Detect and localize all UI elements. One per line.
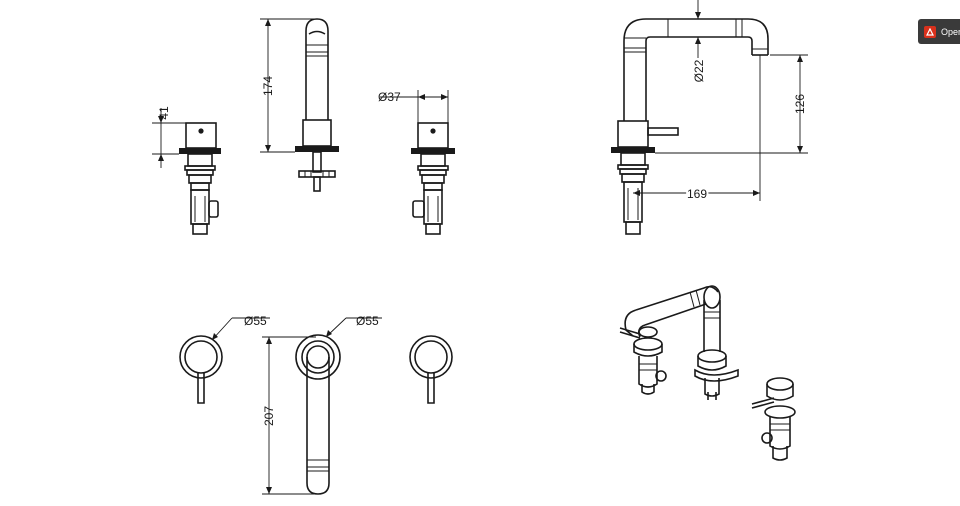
top-spout (295, 334, 341, 495)
front-right-valve (411, 122, 455, 235)
dimension-207: 207 (262, 336, 316, 495)
isometric-view (619, 285, 796, 461)
dimension-55-spout: Ø55 (325, 314, 382, 338)
dim-label-174: 174 (261, 76, 275, 96)
front-left-valve (179, 122, 221, 235)
dim-label-41: 41 (157, 106, 171, 120)
open-pdf-button[interactable]: Oper (918, 19, 960, 44)
dim-label-diameter-22: Ø22 (692, 59, 706, 82)
dim-label-169: 169 (687, 187, 707, 201)
dimension-37: Ø37 (378, 90, 449, 123)
dimension-55-left: Ø55 (211, 314, 270, 341)
side-view-tap (611, 18, 769, 235)
top-left-valve (179, 335, 223, 404)
dim-label-126: 126 (793, 94, 807, 114)
dim-label-207: 207 (262, 406, 276, 426)
pdf-icon (924, 25, 936, 38)
dim-label-diameter-55-valve: Ø55 (244, 314, 267, 328)
dimension-174: 174 (260, 18, 316, 153)
open-pdf-label: Oper (941, 26, 960, 37)
dimension-22: Ø22 (692, 0, 706, 82)
dim-label-diameter-37: Ø37 (378, 90, 401, 104)
front-spout (295, 18, 339, 192)
dimension-126: 126 (655, 54, 808, 154)
dimension-169: 169 (633, 55, 761, 203)
top-right-valve (409, 335, 453, 404)
dimension-41: 41 (152, 106, 186, 168)
dim-label-diameter-55-spout: Ø55 (356, 314, 379, 328)
